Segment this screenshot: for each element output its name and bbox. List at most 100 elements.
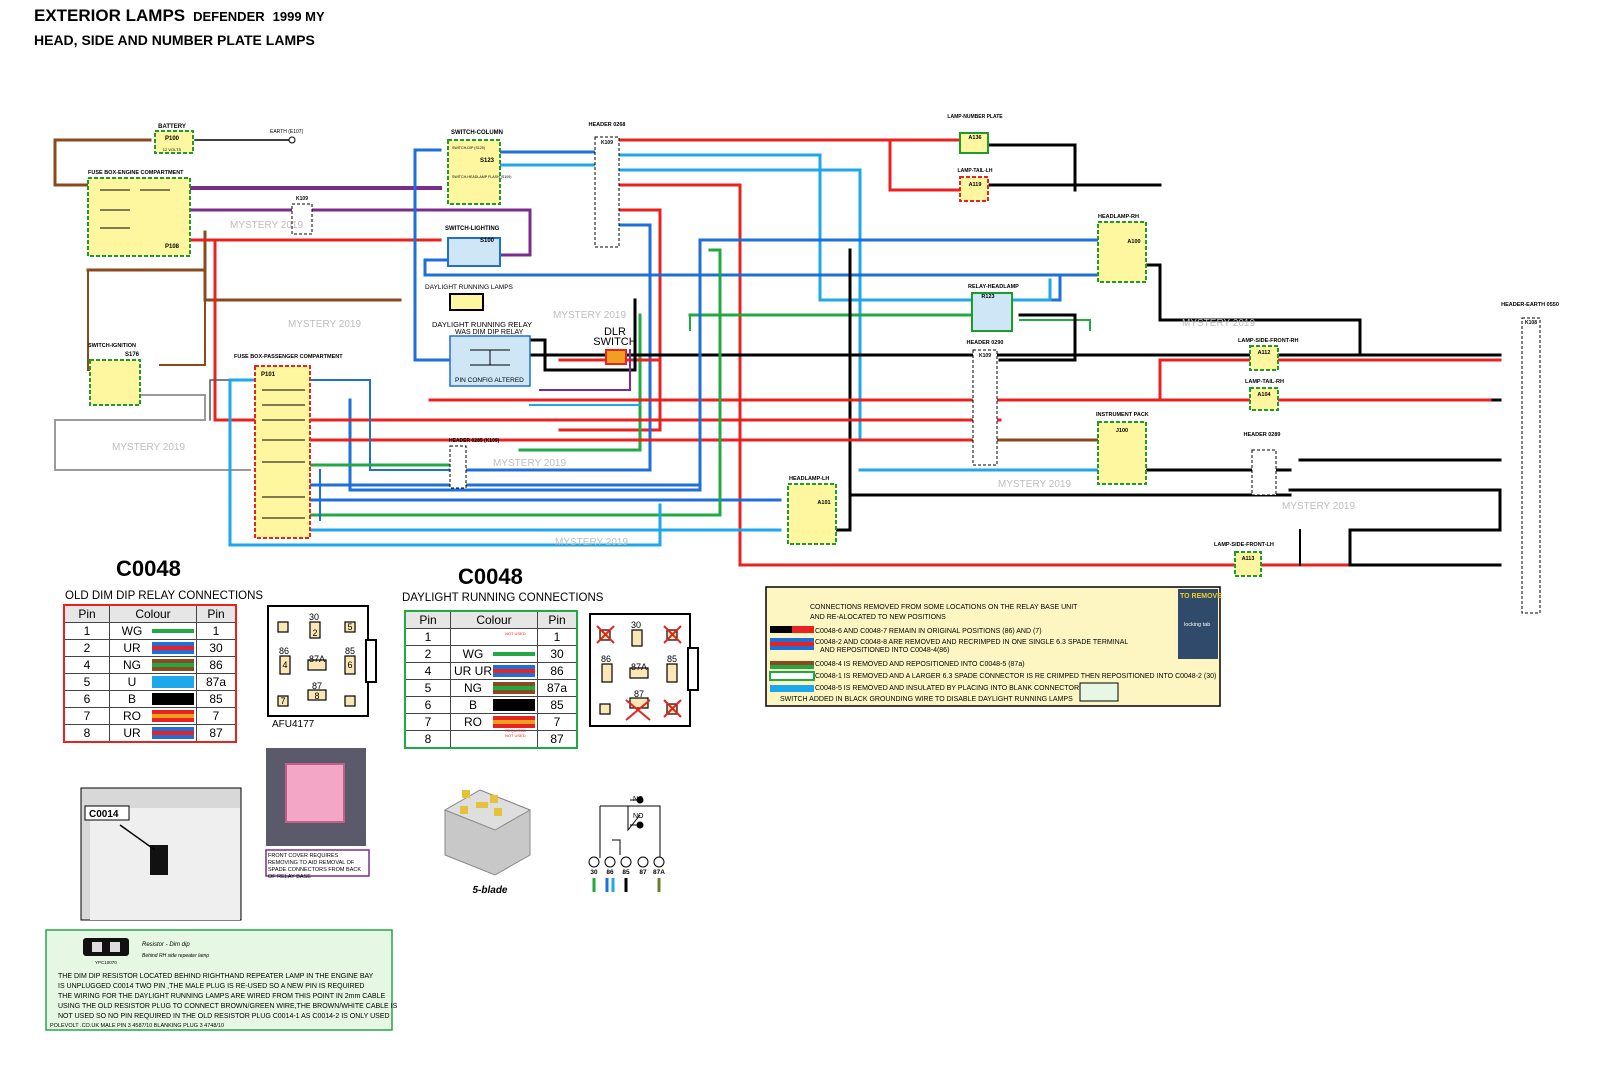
pin-label: 87A <box>631 662 647 672</box>
cell-pin2: 7 <box>537 713 578 731</box>
wire-blue-fuse <box>309 379 466 471</box>
table-header-row: Pin Colour Pin <box>404 610 578 629</box>
cell-colour: UR UR <box>450 662 538 680</box>
lamp-side-front-lh-box <box>1234 551 1262 577</box>
wire-nw-ign2 <box>87 269 91 371</box>
wire-lighting-blue <box>423 258 452 277</box>
cell-colour: NG <box>109 656 197 674</box>
table-row: 8 NOT USED 87 <box>404 730 578 749</box>
col-colour: Colour <box>109 604 197 623</box>
cell-pin: 7 <box>404 713 451 731</box>
col-colour: Colour <box>450 610 538 629</box>
wire-nu <box>188 208 532 257</box>
headlamp-rh-id: A100 <box>1127 239 1140 245</box>
dlr-switch-label-1: DLR <box>604 326 626 338</box>
cell-pin2: 87 <box>537 730 578 749</box>
mystery-label: MYSTERY 2019 <box>493 458 566 469</box>
mystery-label: MYSTERY 2019 <box>1182 318 1255 329</box>
switch-flash-label: SWITCH-HEADLAMP FLASH (S109) <box>452 175 511 179</box>
wire-u-relay <box>1018 273 1062 302</box>
colour-swatch <box>493 716 535 728</box>
cell-pin: 6 <box>63 690 110 708</box>
battery-label: BATTERY <box>158 124 186 130</box>
headlamp-lh-label: HEADLAMP-LH <box>789 476 829 482</box>
row-flag: NOT USED <box>505 733 526 738</box>
fusebox-pass-label: FUSE BOX-PASSENGER COMPARTMENT <box>234 354 343 360</box>
colour-code: RO <box>123 709 141 723</box>
legend-line: CONNECTIONS REMOVED FROM SOME LOCATIONS … <box>810 604 1078 611</box>
row-flag: NOT REQUIRED <box>505 723 527 733</box>
model-text: DEFENDER <box>193 9 265 24</box>
colour-swatch <box>493 665 535 677</box>
legend-line: SWITCH ADDED IN BLACK GROUNDING WIRE TO … <box>780 696 1073 703</box>
relay-headlamp-id: R123 <box>981 294 994 300</box>
engine-fuse-lines <box>100 189 170 229</box>
wire-uw-0295b <box>228 378 257 547</box>
note-line: THE DIM DIP RESISTOR LOCATED BEHIND RIGH… <box>58 973 374 980</box>
header-0268-k109: K109 <box>601 140 613 146</box>
relay-5blade-label: 5-blade <box>472 885 507 896</box>
switch-ignition-label: SWITCH-IGNITION <box>88 343 136 349</box>
header-0290-k109: K109 <box>979 353 991 359</box>
legend-locking-tab: locking tab <box>1184 622 1210 628</box>
headlamp-rh-box <box>1097 221 1147 283</box>
legend-to-remove: TO REMOVE <box>1180 593 1222 600</box>
wire-grey-mystery <box>54 394 251 471</box>
schematic-pin: 85 <box>622 869 630 876</box>
colour-code: U <box>127 675 137 689</box>
colour-swatch <box>152 659 194 671</box>
schematic-pin: 87 <box>639 869 647 876</box>
resistor-label: Resistor - Dim dip <box>142 942 190 948</box>
cell-pin: 8 <box>404 730 451 749</box>
wire-wg-2 <box>689 314 1091 331</box>
colour-swatch <box>493 631 535 643</box>
mystery-label: MYSTERY 2019 <box>1282 501 1355 512</box>
header-0268-label: HEADER 0268 <box>589 122 626 128</box>
wire-rb-top <box>618 138 962 192</box>
relay-base-tab <box>365 639 377 683</box>
colour-swatch <box>152 727 194 739</box>
wire-dlr-switch <box>528 298 637 372</box>
colour-swatch <box>493 733 535 745</box>
wire-nw-drl <box>203 268 402 302</box>
pin-label: 87 <box>312 681 322 691</box>
header-0550-label: HEADER-EARTH 0550 <box>1501 302 1559 308</box>
lamp-tail-lh-box <box>959 176 989 202</box>
cell-pin2: 87a <box>196 673 237 691</box>
battery-box <box>154 130 194 154</box>
wire-lb-relay <box>818 278 1052 302</box>
relay-photo-caption-box <box>265 849 370 877</box>
pin-label: 2 <box>312 628 317 638</box>
legend-line: C0048-1 IS REMOVED AND A LARGER 6.3 SPAD… <box>815 673 1216 680</box>
lamp-side-front-rh-id: A112 <box>1258 350 1271 356</box>
wire-ub-0585-low <box>298 268 702 487</box>
table-new-heading: C0048 <box>458 564 523 589</box>
pin-label: 87 <box>634 689 644 699</box>
cell-colour: WG <box>450 645 538 663</box>
instrument-pack-label: INSTRUMENT PACK <box>1096 412 1149 418</box>
resistor-part: YPC10070 <box>95 960 117 965</box>
cell-pin: 1 <box>63 622 110 640</box>
wire-b-hl-lh <box>848 248 1292 497</box>
pin-label: 6 <box>347 660 352 670</box>
cell-pin: 5 <box>404 679 451 697</box>
cell-pin: 5 <box>63 673 110 691</box>
wire-ro-side-rh <box>1158 358 1502 402</box>
earth-label: EARTH (E107) <box>270 129 304 135</box>
colour-code: NG <box>464 681 482 695</box>
year-text: 1999 MY <box>272 9 325 24</box>
header-0289-box <box>1251 449 1277 496</box>
legend-line: C0048-4 IS REMOVED AND REPOSITIONED INTO… <box>815 661 1025 668</box>
schematic-no: NO <box>633 813 644 820</box>
switch-column-id: S123 <box>480 158 495 164</box>
schematic-nc: NC <box>633 796 643 803</box>
relay-base-pins <box>277 621 356 707</box>
colour-swatch <box>152 642 194 654</box>
